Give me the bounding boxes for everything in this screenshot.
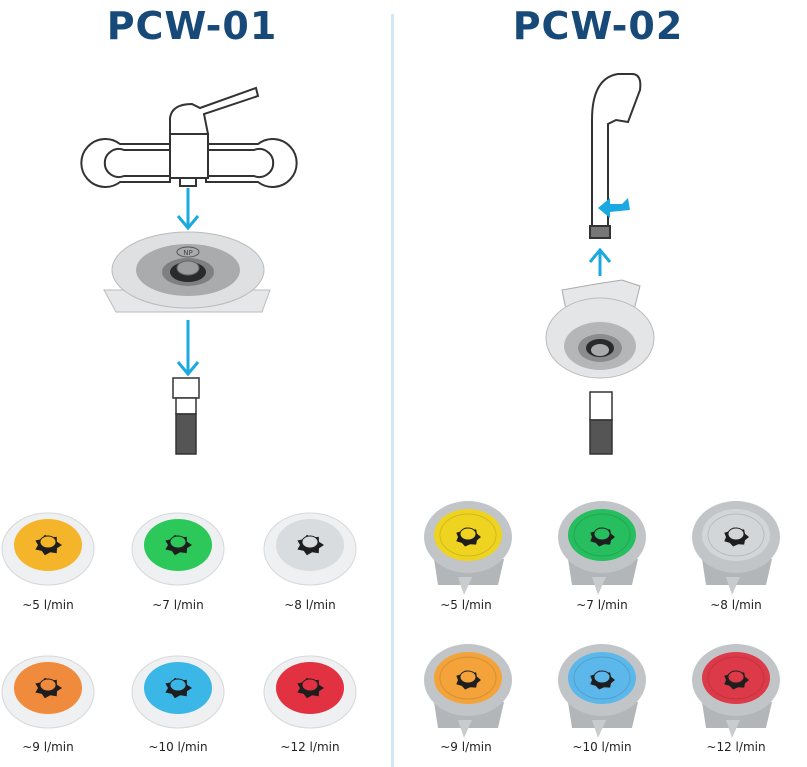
pcw-02-variant-label: ~9 l/min [440, 740, 492, 754]
pcw-02-flow-insert-icon [424, 501, 512, 595]
pcw-01-insert-icon [103, 231, 271, 313]
pcw-01-variant-label: ~12 l/min [280, 740, 340, 754]
pcw-02-flow-insert-icon [692, 501, 780, 595]
pcw-01-variant-label: ~10 l/min [148, 740, 208, 754]
pcw-01-variant-label: ~8 l/min [284, 598, 336, 612]
pcw-01-title: PCW-01 [106, 4, 278, 48]
panel-divider [391, 14, 394, 767]
pcw-02-title: PCW-02 [512, 4, 684, 48]
arrow-down-icon [176, 188, 200, 231]
pcw-01-variant-label: ~9 l/min [22, 740, 74, 754]
pcw-02-flow-insert-icon [558, 644, 646, 738]
pcw-01-flow-insert-icon [1, 655, 95, 729]
pcw-01-flow-insert-icon [131, 655, 225, 729]
pcw-02-variant-label: ~7 l/min [576, 598, 628, 612]
hose-connector-icon [589, 391, 613, 455]
rotate-arrow-icon [598, 196, 630, 218]
pcw-02-variant-label: ~8 l/min [710, 598, 762, 612]
pcw-02-flow-insert-icon [424, 644, 512, 738]
pcw-02-flow-insert-icon [692, 644, 780, 738]
pcw-01-flow-insert-icon [131, 512, 225, 586]
insert-np-marking: NP [183, 249, 192, 257]
arrow-down-icon [176, 320, 200, 377]
pcw-01-variant-label: ~5 l/min [22, 598, 74, 612]
pcw-01-flow-insert-icon [1, 512, 95, 586]
pcw-01-flow-insert-icon [263, 512, 357, 586]
wall-mixer-tap-icon [80, 86, 298, 188]
pcw-02-variant-label: ~12 l/min [706, 740, 766, 754]
arrow-up-icon [588, 247, 612, 276]
pcw-01-flow-insert-icon [263, 655, 357, 729]
pcw-02-insert-icon [545, 279, 655, 379]
hose-connector-icon [172, 377, 200, 455]
pcw-02-variant-label: ~5 l/min [440, 598, 492, 612]
pcw-01-variant-label: ~7 l/min [152, 598, 204, 612]
pcw-02-variant-label: ~10 l/min [572, 740, 632, 754]
pcw-02-flow-insert-icon [558, 501, 646, 595]
shower-handle-icon [589, 73, 642, 239]
